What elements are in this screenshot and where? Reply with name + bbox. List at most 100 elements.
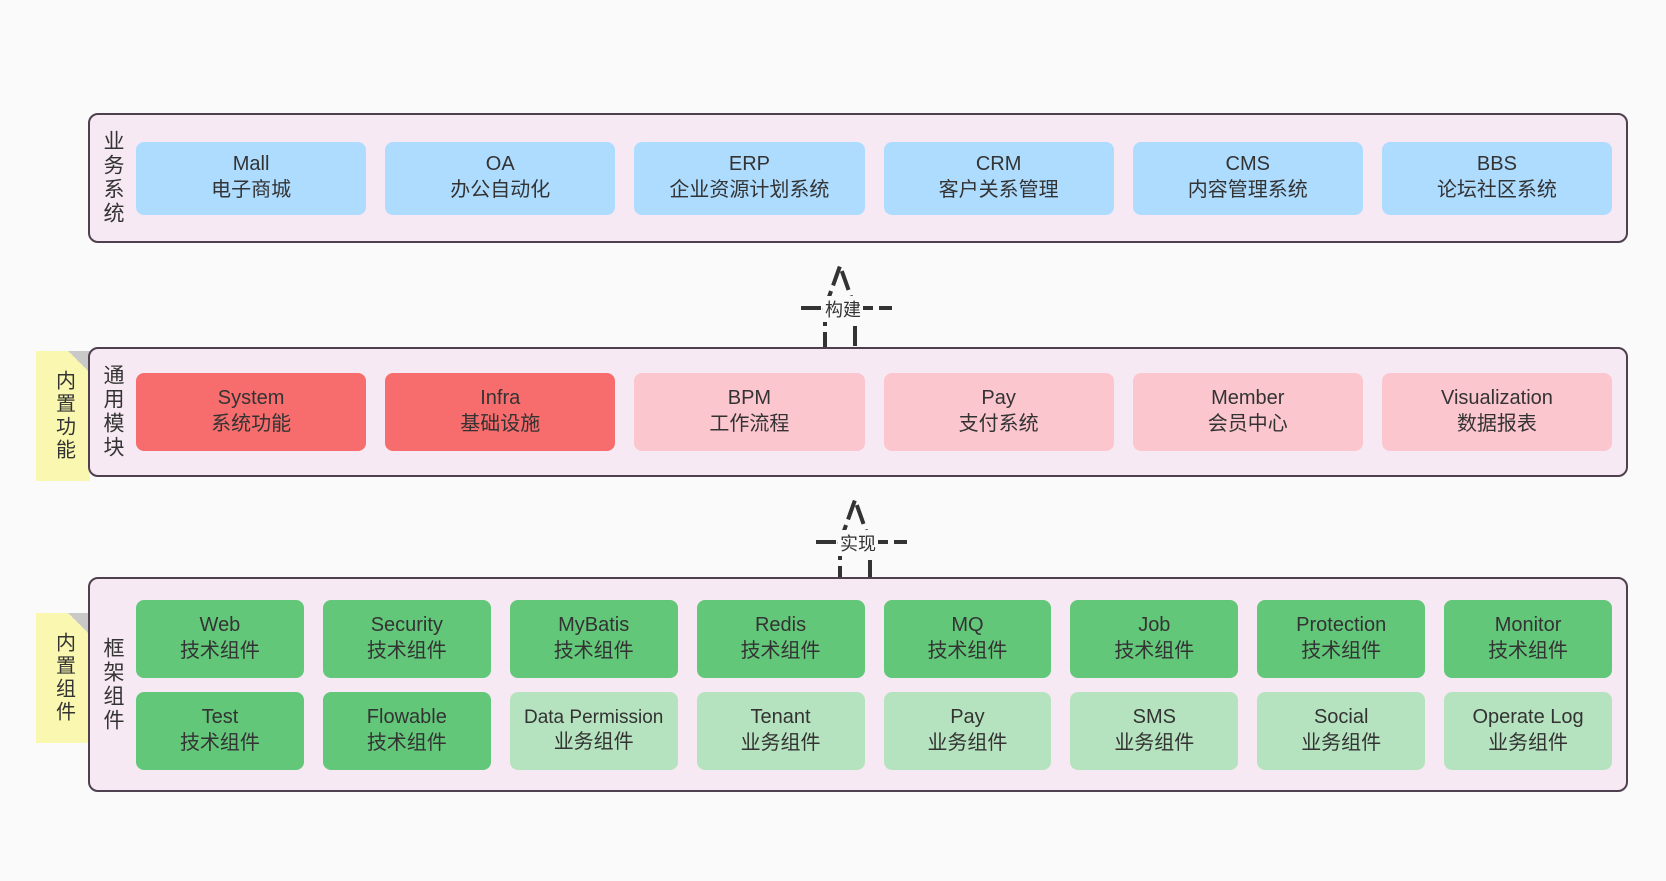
- card-mybatis-subtitle: 技术组件: [553, 639, 634, 662]
- card-pay-module[interactable]: Pay 支付系统: [883, 373, 1114, 451]
- note-fold-corner-icon: [68, 613, 90, 635]
- sticky-note-builtin-function-label: 内置功能: [52, 370, 75, 462]
- card-tenant-title: Tenant: [750, 705, 811, 728]
- layer-framework-component: 框架组件 Web 技术组件 Security 技术组件 MyBatis 技术组件…: [88, 577, 1628, 792]
- layer-common-module: 通用模块 System 系统功能 Infra 基础设施 BPM 工作流程 Pay: [88, 347, 1628, 477]
- card-mq-subtitle: 技术组件: [927, 639, 1008, 662]
- card-mall-title: Mall: [232, 153, 270, 176]
- sticky-note-builtin-function: 内置功能: [36, 351, 90, 481]
- card-member[interactable]: Member 会员中心: [1132, 373, 1363, 451]
- card-monitor-subtitle: 技术组件: [1488, 639, 1569, 662]
- card-sms-subtitle: 业务组件: [1114, 731, 1195, 754]
- card-bbs-subtitle: 论坛社区系统: [1436, 179, 1557, 201]
- card-mybatis[interactable]: MyBatis 技术组件: [509, 599, 678, 678]
- sticky-note-builtin-component: 内置组件: [36, 613, 90, 743]
- note-fold-corner-icon: [68, 351, 90, 373]
- card-infra[interactable]: Infra 基础设施: [385, 373, 616, 451]
- card-pay-module-subtitle: 支付系统: [958, 413, 1039, 435]
- framework-tech-row: Web 技术组件 Security 技术组件 MyBatis 技术组件 Redi…: [136, 599, 1612, 678]
- card-protection-title: Protection: [1296, 613, 1387, 636]
- card-protection-subtitle: 技术组件: [1301, 639, 1382, 662]
- card-job-subtitle: 技术组件: [1114, 639, 1195, 662]
- card-member-title: Member: [1211, 387, 1285, 410]
- card-job[interactable]: Job 技术组件: [1070, 599, 1239, 678]
- card-cms[interactable]: CMS 内容管理系统: [1132, 141, 1363, 215]
- card-flowable[interactable]: Flowable 技术组件: [322, 691, 491, 770]
- card-bbs[interactable]: BBS 论坛社区系统: [1381, 141, 1613, 215]
- sticky-note-builtin-component-label: 内置组件: [52, 632, 75, 724]
- card-oa-title: OA: [485, 153, 515, 176]
- layer-business-system-title: 业务系统: [90, 115, 134, 241]
- card-tenant[interactable]: Tenant 业务组件: [696, 691, 865, 770]
- card-system[interactable]: System 系统功能: [136, 373, 367, 451]
- card-test-subtitle: 技术组件: [179, 731, 260, 754]
- card-system-title: System: [217, 387, 285, 410]
- card-monitor-title: Monitor: [1494, 613, 1562, 636]
- card-test[interactable]: Test 技术组件: [136, 691, 304, 770]
- card-redis-title: Redis: [754, 613, 807, 636]
- card-sms[interactable]: SMS 业务组件: [1070, 691, 1239, 770]
- card-web[interactable]: Web 技术组件: [136, 599, 304, 678]
- layer-framework-component-body: Web 技术组件 Security 技术组件 MyBatis 技术组件 Redi…: [134, 579, 1626, 790]
- card-flowable-title: Flowable: [366, 705, 447, 728]
- card-crm-subtitle: 客户关系管理: [938, 179, 1059, 201]
- layer-common-module-body: System 系统功能 Infra 基础设施 BPM 工作流程 Pay 支付系统…: [134, 349, 1626, 475]
- card-mq[interactable]: MQ 技术组件: [883, 599, 1052, 678]
- card-visualization[interactable]: Visualization 数据报表: [1381, 373, 1613, 451]
- card-member-subtitle: 会员中心: [1207, 413, 1288, 435]
- card-pay-component-subtitle: 业务组件: [927, 731, 1008, 754]
- card-infra-title: Infra: [480, 387, 521, 410]
- card-bbs-title: BBS: [1476, 153, 1517, 176]
- card-bpm-subtitle: 工作流程: [709, 413, 790, 435]
- card-bpm[interactable]: BPM 工作流程: [634, 373, 865, 451]
- card-security-subtitle: 技术组件: [366, 639, 447, 662]
- card-erp-subtitle: 企业资源计划系统: [669, 179, 830, 201]
- card-operate-log-subtitle: 业务组件: [1488, 731, 1569, 754]
- framework-business-row: Test 技术组件 Flowable 技术组件 Data Permission …: [136, 691, 1612, 770]
- card-mq-title: MQ: [951, 613, 984, 636]
- card-crm-title: CRM: [975, 153, 1022, 176]
- card-data-permission-subtitle: 业务组件: [553, 730, 634, 753]
- card-pay-component[interactable]: Pay 业务组件: [883, 691, 1052, 770]
- card-pay-component-title: Pay: [950, 705, 985, 728]
- card-system-subtitle: 系统功能: [211, 413, 292, 435]
- card-security[interactable]: Security 技术组件: [322, 599, 491, 678]
- card-protection[interactable]: Protection 技术组件: [1257, 599, 1426, 678]
- layer-framework-component-title: 框架组件: [90, 579, 134, 790]
- card-web-title: Web: [199, 613, 241, 636]
- card-flowable-subtitle: 技术组件: [366, 731, 447, 754]
- card-sms-title: SMS: [1132, 705, 1176, 728]
- connector-build-label: 构建: [823, 296, 863, 322]
- card-mybatis-title: MyBatis: [558, 613, 630, 636]
- layer-framework-component-label: 框架组件: [101, 636, 125, 733]
- layer-common-module-label: 通用模块: [101, 364, 125, 460]
- business-card-row: Mall 电子商城 OA 办公自动化 ERP 企业资源计划系统 CRM 客户关系…: [136, 141, 1613, 215]
- card-social[interactable]: Social 业务组件: [1257, 691, 1426, 770]
- card-test-title: Test: [201, 705, 239, 728]
- layer-business-system: 业务系统 Mall 电子商城 OA 办公自动化 ERP 企业资源计划系统 CRM: [88, 113, 1628, 243]
- card-bpm-title: BPM: [727, 387, 772, 410]
- card-erp-title: ERP: [728, 153, 770, 176]
- connector-build: 构建: [755, 258, 925, 354]
- layer-business-system-body: Mall 电子商城 OA 办公自动化 ERP 企业资源计划系统 CRM 客户关系…: [134, 115, 1626, 241]
- card-erp[interactable]: ERP 企业资源计划系统: [634, 141, 865, 215]
- layer-business-system-label: 业务系统: [101, 130, 125, 226]
- card-social-subtitle: 业务组件: [1301, 731, 1382, 754]
- card-cms-title: CMS: [1225, 153, 1270, 176]
- card-crm[interactable]: CRM 客户关系管理: [883, 141, 1114, 215]
- card-monitor[interactable]: Monitor 技术组件: [1444, 599, 1612, 678]
- card-mall[interactable]: Mall 电子商城: [136, 141, 367, 215]
- common-card-row: System 系统功能 Infra 基础设施 BPM 工作流程 Pay 支付系统…: [136, 373, 1613, 451]
- card-data-permission[interactable]: Data Permission 业务组件: [509, 691, 678, 770]
- card-operate-log[interactable]: Operate Log 业务组件: [1444, 691, 1612, 770]
- card-oa-subtitle: 办公自动化: [450, 179, 551, 201]
- card-redis-subtitle: 技术组件: [740, 639, 821, 662]
- card-data-permission-title: Data Permission: [523, 706, 664, 728]
- connector-implement: 实现: [770, 492, 940, 588]
- card-operate-log-title: Operate Log: [1472, 705, 1584, 728]
- card-infra-subtitle: 基础设施: [460, 413, 541, 435]
- card-security-title: Security: [370, 613, 443, 636]
- card-oa[interactable]: OA 办公自动化: [385, 141, 616, 215]
- card-redis[interactable]: Redis 技术组件: [696, 599, 865, 678]
